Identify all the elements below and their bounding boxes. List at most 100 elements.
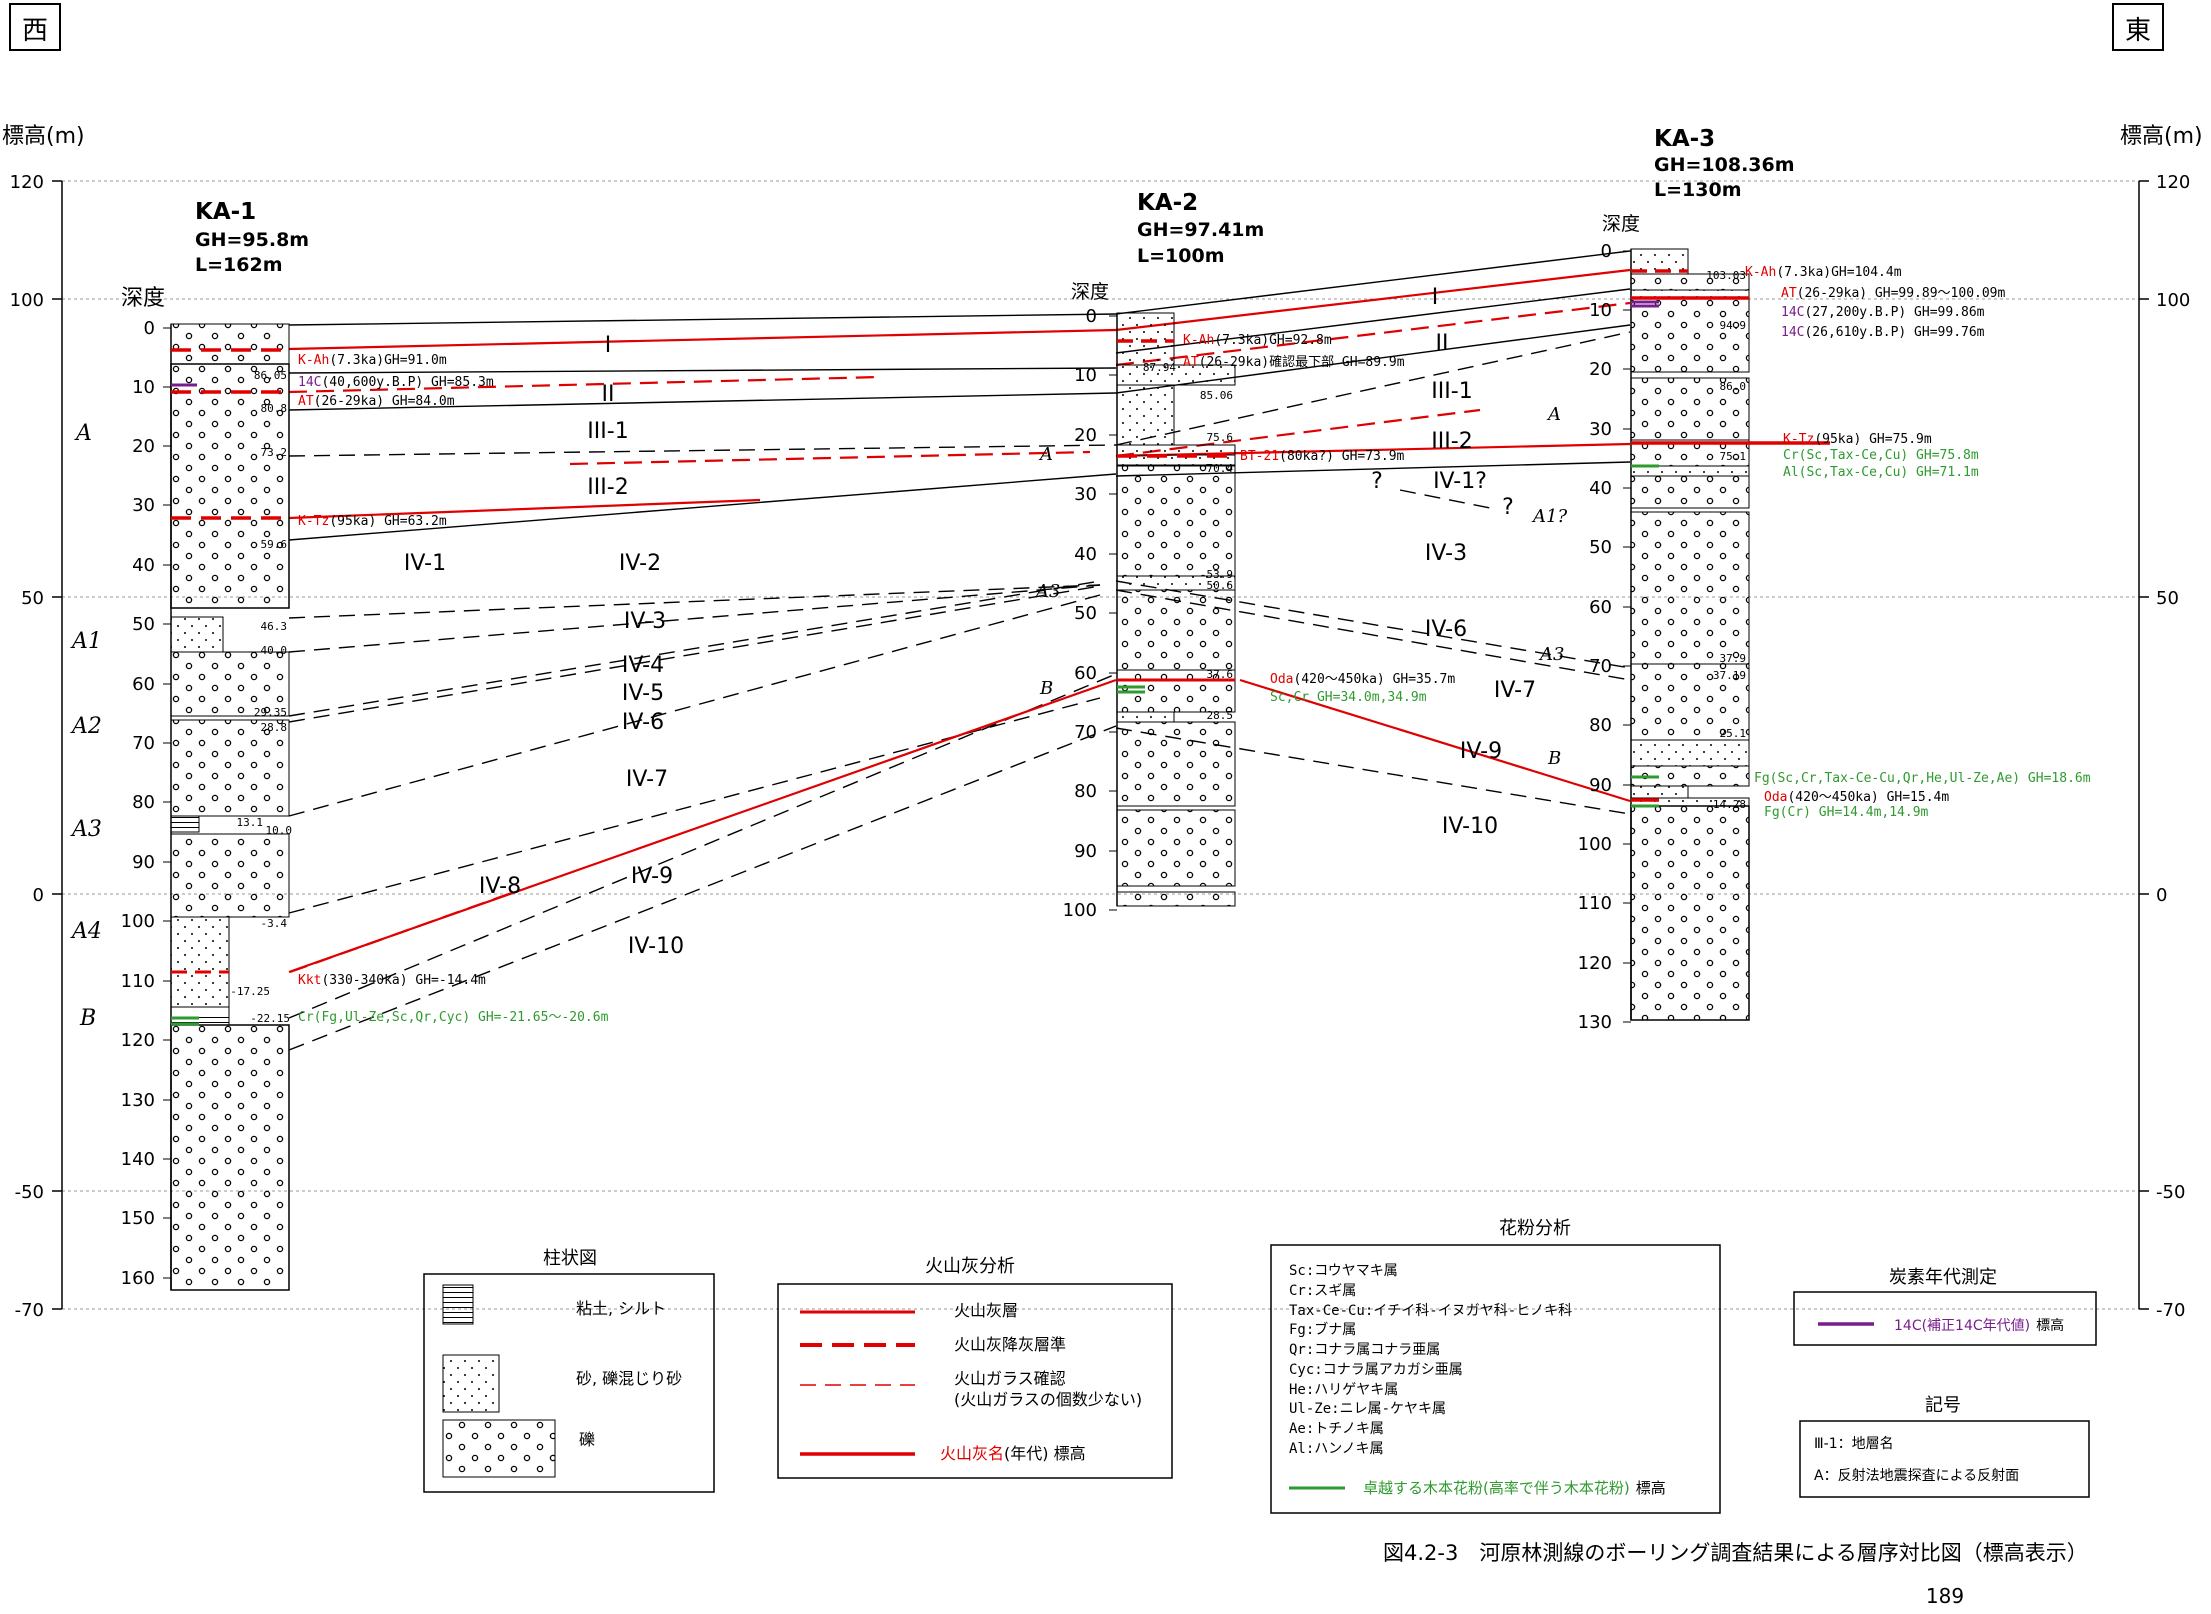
ka1-side-values: 86.05 80.8 73.2 59.6 46.3 40.0 29.35 28.…: [230, 369, 292, 1025]
ka3-side-values: 103.03 94.9 86.0 75.1 37.9 37.19 25.1 14…: [1706, 269, 1746, 811]
side-value: 13.1: [237, 816, 264, 829]
tephra-label: K-Tz(95ka) GH=75.9m: [1783, 432, 1932, 447]
depth-tick: 90: [1074, 841, 1097, 862]
tephra-label: AT(26-29ka)確認最下部 GH=89.9m: [1183, 354, 1405, 370]
unit-label: IV-5: [622, 681, 664, 706]
depth-tick: 150: [121, 1208, 155, 1229]
side-value: 103.03: [1706, 269, 1746, 282]
side-value: 59.6: [261, 538, 288, 551]
depth-label-ka1: 深度: [121, 286, 165, 311]
depth-tick: 70: [1589, 656, 1612, 677]
depth-tick: 140: [121, 1149, 155, 1170]
unit-label: IV-10: [1442, 814, 1498, 839]
tick-label: 50: [2156, 588, 2179, 609]
ka1-depth-labels: 0 10 20 30 40 50 60 70 80 90 100 110 120…: [121, 318, 155, 1289]
west-label: 西: [22, 16, 48, 46]
tick-label: 100: [2156, 290, 2190, 311]
side-value: 46.3: [261, 620, 288, 633]
tick-label: -70: [2156, 1300, 2185, 1321]
hole-length: L=100m: [1137, 245, 1225, 267]
correlation-lines-dashed: [288, 331, 1631, 1051]
tick-label: 120: [2156, 172, 2190, 193]
right-axis-tick-labels: 120 100 50 0 -50 -70: [2156, 172, 2190, 1321]
ka3-depth-labels: 0 10 20 30 40 50 60 70 80 90 100 110 120…: [1578, 241, 1612, 1033]
hole-gh: GH=95.8m: [195, 229, 309, 251]
depth-label-ka2: 深度: [1071, 281, 1109, 303]
unit-label: IV-6: [1425, 617, 1467, 642]
depth-tick: 20: [1589, 359, 1612, 380]
side-value: 40.0: [261, 644, 288, 657]
east-box: 東: [2112, 3, 2164, 51]
depth-tick: 20: [1074, 425, 1097, 446]
column-ka3: [1630, 248, 1750, 1021]
unit-label: I: [1432, 285, 1439, 310]
depth-tick: 20: [132, 436, 155, 457]
legend-item: Ul-Ze:ニレ属-ケヤキ属: [1289, 1401, 1446, 1417]
tephra-label: K-Ah(7.3ka)GH=104.4m: [1745, 265, 1902, 280]
side-value: 75.1: [1720, 450, 1747, 463]
ka2-depth-labels: 0 10 20 30 40 50 60 70 80 90 100: [1063, 306, 1097, 921]
unit-label: IV-6: [622, 710, 664, 735]
depth-tick: 80: [132, 792, 155, 813]
column-ka1: [170, 323, 290, 1291]
legend-title: 火山灰分析: [925, 1256, 1015, 1277]
east-label: 東: [2125, 16, 2151, 46]
left-axis-tick-labels: 120 100 50 0 -50 -70: [10, 172, 44, 1321]
reflector-label: A3: [70, 817, 102, 842]
legend-item: Cyc:コナラ属アカガシ亜属: [1289, 1362, 1463, 1378]
legend-item: Ⅲ-1：地層名: [1814, 1436, 1894, 1452]
legend-ash: 火山灰分析 火山灰層 火山灰降灰層準 火山ガラス確認 (火山ガラスの個数少ない)…: [777, 1256, 1173, 1479]
legend-carbon: 炭素年代測定 14C(補正14C年代値)標高: [1793, 1267, 2097, 1346]
unit-label: III-2: [587, 475, 628, 500]
carbon-label: 14C(27,200y.B.P) GH=99.86m: [1781, 305, 1985, 320]
depth-tick: 10: [1074, 365, 1097, 386]
side-value: -17.25: [230, 985, 270, 998]
tick-label: 0: [2156, 885, 2167, 906]
tephra-label: K-Ah(7.3ka)GH=92.8m: [1183, 333, 1332, 348]
right-axis-title: 標高(m): [2120, 124, 2203, 149]
depth-tick: 40: [1589, 478, 1612, 499]
legend-symbols: 記号 Ⅲ-1：地層名 A：反射法地震探査による反射面: [1799, 1395, 2090, 1498]
unit-label: IV-4: [622, 653, 664, 678]
reflector-label: A1?: [1531, 506, 1567, 527]
hole-gh: GH=108.36m: [1654, 154, 1795, 176]
reflector-label: B: [79, 1006, 96, 1031]
side-value: 28.8: [261, 721, 288, 734]
ka1-depth-ticks: [163, 327, 171, 1279]
unit-label: II: [1436, 331, 1449, 356]
unit-label: IV-9: [631, 864, 673, 889]
pollen-label: Al(Sc,Tax-Ce,Cu) GH=71.1m: [1783, 465, 1979, 480]
pollen-label: Cr(Fg,Ul-Ze,Sc,Qr,Cyc) GH=-21.65～-20.6m: [298, 1010, 609, 1025]
reflector-label: A3: [1538, 644, 1564, 665]
unit-label: II: [602, 382, 615, 407]
depth-tick: 70: [1074, 722, 1097, 743]
ka3-depth-ticks: [1623, 250, 1631, 1023]
pollen-label: Fg(Sc,Cr,Tax-Ce-Cu,Qr,He,Ul-Ze,Ae) GH=18…: [1754, 771, 2091, 786]
unit-label: IV-7: [1494, 678, 1536, 703]
unit-label: I: [605, 333, 612, 358]
unit-label: ?: [1371, 469, 1383, 494]
unit-label: III-1: [587, 419, 628, 444]
legend-item: 火山ガラス確認: [954, 1369, 1066, 1388]
tick-label: -50: [2156, 1182, 2185, 1203]
reflector-label: A1: [70, 629, 102, 654]
unit-label: III-2: [1431, 429, 1472, 454]
legend-title: 花粉分析: [1499, 1218, 1571, 1239]
hole-header-ka1: KA-1 GH=95.8m L=162m: [195, 199, 309, 276]
tephra-label: K-Tz(95ka) GH=63.2m: [298, 514, 447, 529]
legend-title: 炭素年代測定: [1889, 1267, 1997, 1288]
legend-column: 柱状図 粘土, シルト 砂, 礫混じり砂 礫: [423, 1248, 715, 1493]
reflector-label: A: [74, 421, 92, 446]
reflector-label: A2: [70, 714, 102, 739]
depth-label-ka3: 深度: [1602, 213, 1640, 235]
side-value: 75.6: [1207, 431, 1234, 444]
tick-label: -70: [15, 1300, 44, 1321]
tephra-label: BT-21(80ka?) GH=73.9m: [1240, 449, 1405, 464]
depth-tick: 0: [1086, 306, 1097, 327]
tick-label: -50: [15, 1182, 44, 1203]
depth-tick: 0: [1601, 241, 1612, 262]
legend-pollen: 花粉分析 Sc:コウヤマキ属 Cr:スギ属 Tax-Ce-Cu:イチイ科-イヌガ…: [1270, 1218, 1721, 1514]
side-value: 53.9: [1207, 568, 1234, 581]
depth-tick: 60: [1074, 663, 1097, 684]
